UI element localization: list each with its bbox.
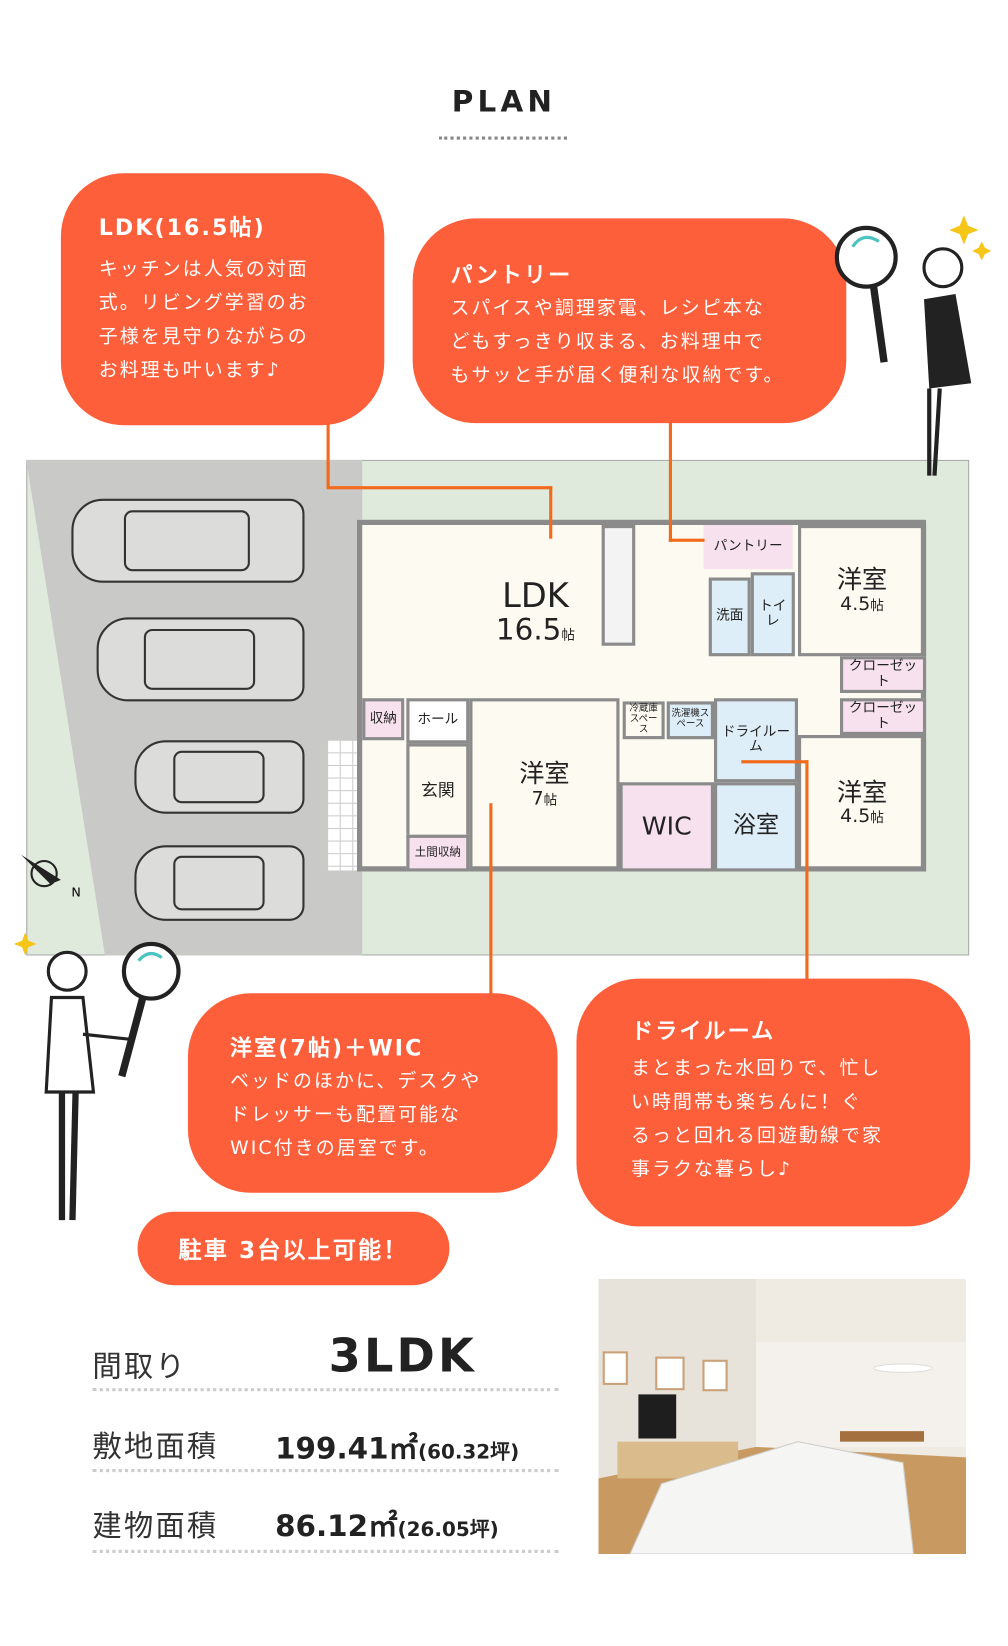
fridge-space: 冷蔵庫スペース [622, 701, 665, 740]
jo-unit: 帖 [561, 627, 576, 644]
connector-line [326, 486, 553, 490]
ldk-size: 16.5 [495, 611, 562, 647]
person-magnifier-icon [14, 932, 181, 1221]
spec-sub: (60.32坪) [417, 1440, 520, 1464]
callout-text: もサッと手が届く便利な収納です。 [450, 364, 785, 387]
interior-photo [598, 1278, 966, 1554]
spec-label: 敷地面積 [92, 1429, 219, 1464]
callout-title: ドライルーム [631, 1018, 776, 1044]
car-icon [134, 845, 305, 921]
car-icon [134, 740, 305, 814]
room-size: 4.5 [840, 805, 871, 828]
room-bathroom: 浴室 [713, 782, 798, 872]
callout-text: 事ラクな暮らし♪ [631, 1158, 793, 1181]
washer-space: 洗濯機スペース [666, 701, 714, 740]
room-western-2: 洋室 4.5帖 [797, 734, 927, 872]
compass-icon: N [21, 854, 81, 900]
title-underline [438, 136, 567, 140]
connector-line [668, 409, 672, 542]
western-room-callout: 洋室(7帖)＋WIC ベッドのほかに、デスクや ドレッサーも配置可能な WIC付… [187, 993, 558, 1193]
car-icon [96, 617, 305, 702]
connector-line [549, 486, 553, 539]
connector-line [326, 383, 330, 489]
spec-value-row: 86.12㎡(26.05坪) [275, 1504, 499, 1546]
connector-line [741, 760, 809, 764]
callout-text: ベッドのほかに、デスクや [229, 1069, 482, 1092]
room-toilet: トイレ [750, 572, 795, 657]
kitchen-counter [601, 525, 636, 646]
room-doma-storage: 土間収納 [406, 834, 470, 872]
jo-unit: 帖 [543, 792, 558, 809]
ldk-callout: LDK(16.5帖) キッチンは人気の対面 式。リビング学習のお 子様を見守りな… [60, 173, 385, 426]
spec-value: 199.41㎡ [275, 1431, 418, 1466]
callout-title: パントリー [450, 262, 573, 288]
closet-2: クローゼット [839, 698, 927, 735]
parking-badge: 駐車 3台以上可能！ [137, 1211, 450, 1286]
room-wic: WIC [619, 782, 714, 872]
spec-value: 86.12㎡ [275, 1508, 398, 1544]
room-washroom: 洗面 [708, 577, 751, 657]
ldk-label: LDK [502, 574, 569, 615]
connector-line [489, 803, 493, 1040]
room-label: 洋室 [836, 777, 888, 808]
callout-text: WIC付きの居室です。 [229, 1137, 440, 1160]
room-size: 4.5 [840, 593, 871, 616]
room-label: 洋室 [519, 759, 570, 789]
connector-line [805, 760, 809, 1004]
spec-value-row: 199.41㎡(60.32坪) [275, 1426, 519, 1468]
callout-title: 洋室(7帖)＋WIC [229, 1035, 424, 1061]
jo-unit: 帖 [870, 810, 884, 827]
spec-value: 3LDK [328, 1329, 477, 1383]
divider [92, 1549, 559, 1553]
room-western-7: 洋室 7帖 [469, 698, 620, 872]
callout-text: い時間帯も楽ちんに！ぐ [631, 1090, 863, 1113]
spec-label: 間取り [92, 1349, 187, 1384]
pantry-callout: パントリー スパイスや調理家電、レシピ本な どもすっきり収まる、お料理中で もサ… [412, 218, 847, 424]
room-pantry: パントリー [703, 525, 793, 570]
room-size: 7 [531, 787, 544, 810]
callout-text: どもすっきり収まる、お料理中で [450, 330, 765, 353]
connector-line [668, 538, 705, 542]
callout-text: キッチンは人気の対面 [98, 258, 309, 281]
dry-room-callout: ドライルーム まとまった水回りで、忙し い時間帯も楽ちんに！ぐ るっと回れる回遊… [576, 978, 971, 1227]
callout-text: 式。リビング学習のお [98, 291, 309, 314]
room-ldk: LDK 16.5帖 [362, 525, 708, 698]
jo-unit: 帖 [870, 598, 884, 615]
callout-text: ドレッサーも配置可能な [229, 1103, 461, 1126]
room-dry-room: ドライルーム [713, 698, 798, 783]
room-storage: 収納 [362, 698, 405, 741]
callout-text: お料理も叶います♪ [98, 359, 281, 382]
spec-sub: (26.05坪) [397, 1518, 499, 1542]
svg-text:N: N [71, 885, 80, 900]
spec-label: 建物面積 [92, 1508, 219, 1544]
callout-text: スパイスや調理家電、レシピ本な [450, 297, 765, 320]
closet-1: クローゼット [839, 656, 927, 693]
room-western-1: 洋室 4.5帖 [797, 525, 927, 657]
room-label: 洋室 [836, 565, 888, 595]
divider [92, 1388, 559, 1392]
callout-text: 子様を見守りながらの [98, 325, 309, 348]
car-icon [71, 498, 305, 583]
parking-area [26, 459, 363, 956]
room-hall: ホール [406, 698, 470, 744]
divider [92, 1468, 559, 1473]
callout-title: LDK(16.5帖) [98, 215, 266, 241]
floor-plan: LDK 16.5帖 パントリー 洗面 トイレ 洋室 4.5帖 クローゼット クロ… [356, 519, 927, 872]
callout-text: るっと回れる回遊動線で家 [631, 1124, 884, 1147]
callout-text: まとまった水回りで、忙し [631, 1057, 882, 1080]
person-magnifier-icon [834, 215, 992, 476]
room-entrance: 玄関 [406, 743, 470, 838]
page-title: PLAN [451, 84, 557, 119]
